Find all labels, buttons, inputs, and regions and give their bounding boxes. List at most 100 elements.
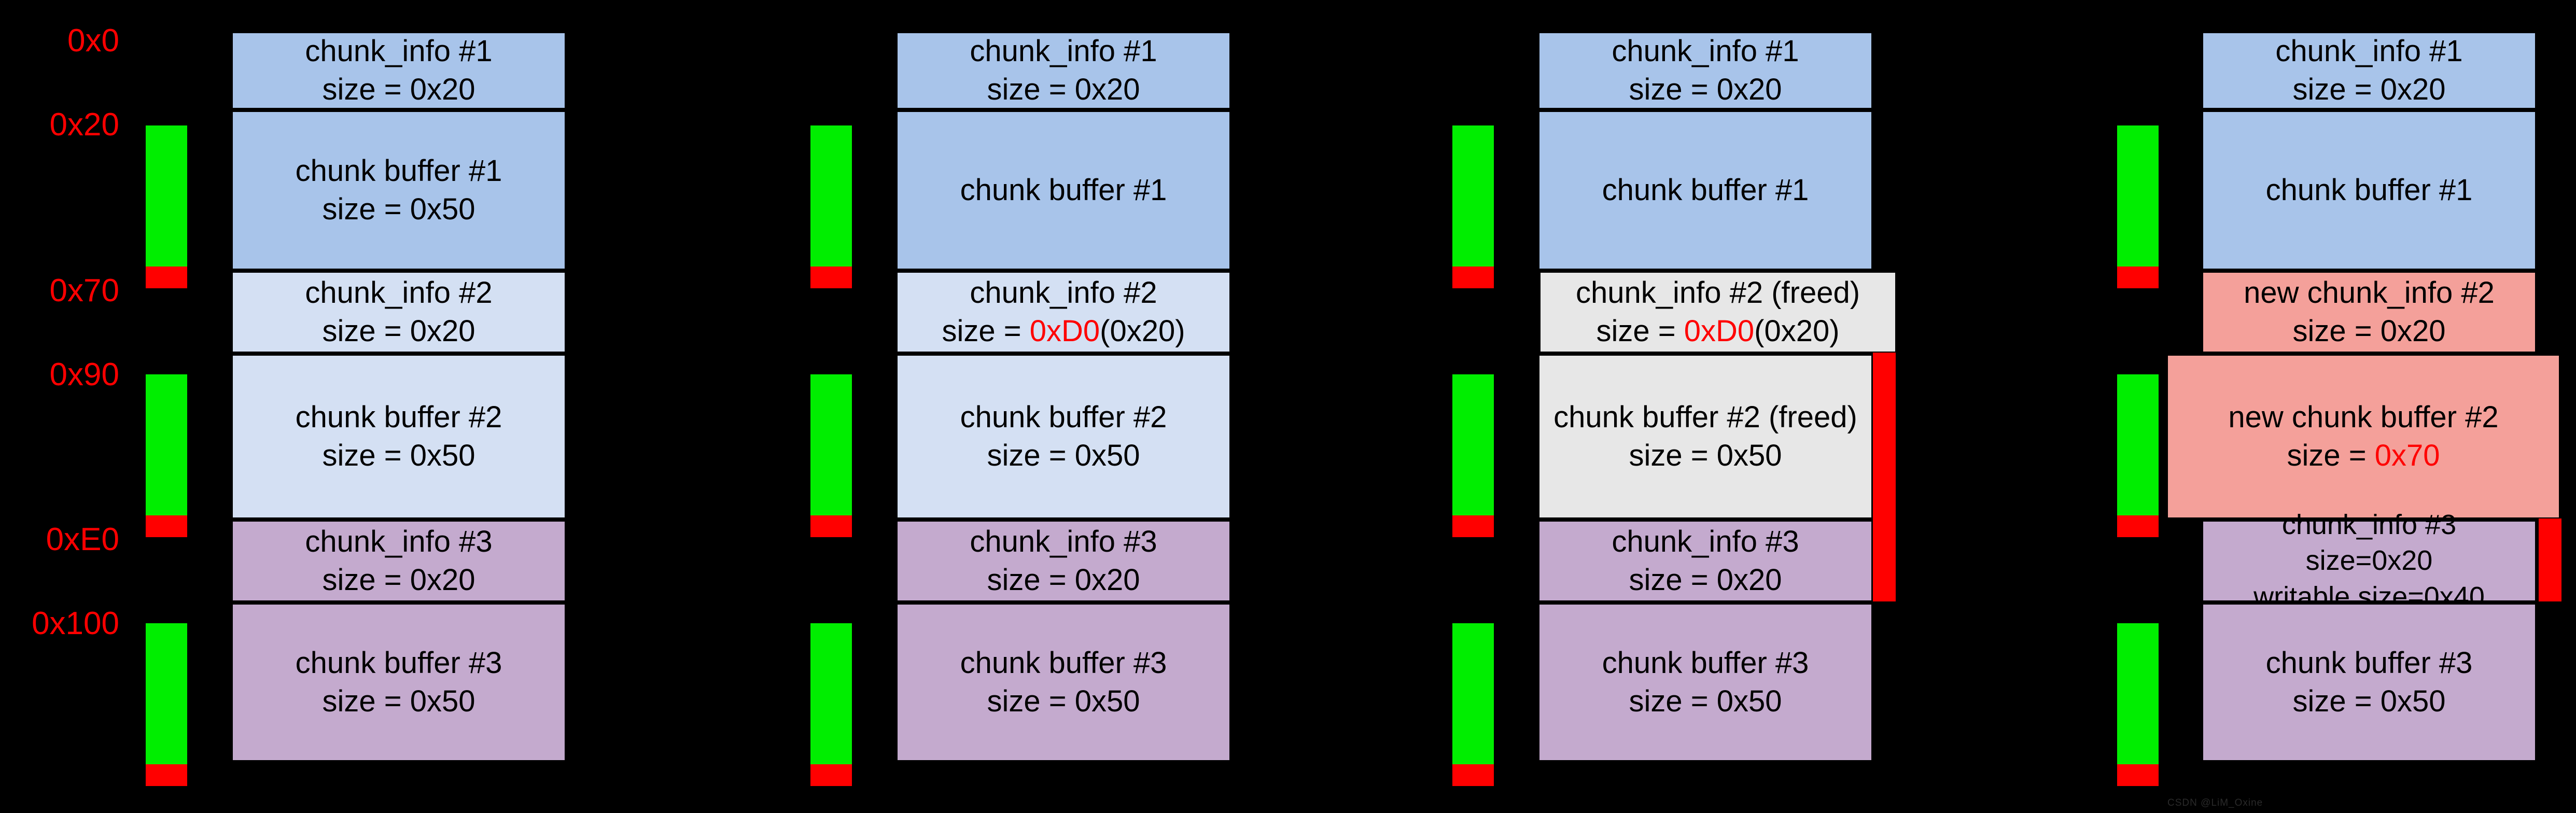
box-line: size = 0x50	[1629, 684, 1782, 718]
pointer-green-c1-1	[146, 125, 187, 267]
box-line: chunk_info #3	[970, 524, 1157, 558]
pointer-red-c3-3	[1452, 764, 1494, 786]
box-line: chunk buffer #2 (freed)	[1553, 400, 1857, 434]
pointer-green-c3-2	[1452, 374, 1494, 515]
address-label-0x100: 0x100	[32, 606, 119, 641]
box-line: size = 0x20	[2292, 314, 2446, 348]
box-state-1-initial-chunk-info-3: chunk_info #3 size = 0x20	[231, 520, 567, 602]
pointer-red-c1-3	[146, 764, 187, 786]
box-state-3-freed-chunk-info-1: chunk_info #1 size = 0x20	[1537, 31, 1873, 110]
box-line: new chunk buffer #2	[2228, 400, 2499, 434]
pointer-green-c3-1	[1452, 125, 1494, 267]
pointer-green-c3-3	[1452, 623, 1494, 764]
box-line: size = 0x20	[322, 563, 475, 597]
box-line: chunk_info #2 (freed)	[1575, 275, 1860, 310]
address-label-0x20: 0x20	[49, 107, 119, 143]
pointer-red-c4-3	[2117, 764, 2159, 786]
box-line: chunk_info #2	[305, 275, 493, 310]
box-state-3-freed-chunk-buffer-3: chunk buffer #3 size = 0x50	[1537, 602, 1873, 762]
box-line: chunk buffer #1	[960, 173, 1167, 207]
box-line: size = 0x20	[987, 563, 1140, 597]
box-line-highlight: size = 0x70	[2287, 437, 2440, 475]
box-line: chunk buffer #2	[295, 400, 502, 434]
pointer-green-c4-1	[2117, 125, 2159, 267]
pointer-green-c2-1	[810, 125, 852, 267]
address-label-0x90: 0x90	[49, 357, 119, 393]
box-line-highlight: size = 0xD0(0x20)	[1596, 312, 1839, 351]
pointer-red-c2-1	[810, 267, 852, 288]
pointer-green-c1-2	[146, 374, 187, 515]
size-prefix: size =	[1596, 314, 1684, 348]
box-state-2-overflowed-size-chunk-buffer-3: chunk buffer #3 size = 0x50	[895, 602, 1231, 762]
pointer-red-c1-2	[146, 515, 187, 537]
box-line: chunk_info #2	[970, 275, 1157, 310]
box-state-3-freed-chunk-info-3: chunk_info #3 size = 0x20	[1537, 520, 1873, 602]
address-label-0xE0: 0xE0	[46, 522, 119, 557]
pointer-red-c3-1	[1452, 267, 1494, 288]
box-line: size = 0x50	[987, 439, 1140, 472]
box-state-3-freed-chunk-buffer-1: chunk buffer #1	[1537, 110, 1873, 271]
box-state-1-initial-chunk-info-2: chunk_info #2 size = 0x20	[231, 271, 567, 354]
box-line: chunk_info #3	[1612, 524, 1799, 558]
pointer-green-c4-2	[2117, 374, 2159, 515]
box-state-4-reallocated-chunk-buffer-1: chunk buffer #1	[2201, 110, 2537, 271]
box-line: chunk_info #1	[1612, 34, 1799, 68]
pointer-green-c2-2	[810, 374, 852, 515]
box-line: size = 0x20	[322, 314, 475, 348]
box-state-2-overflowed-size-chunk-buffer-2: chunk buffer #2 size = 0x50	[895, 354, 1231, 520]
pointer-green-c1-3	[146, 623, 187, 764]
box-line: size = 0x50	[1629, 439, 1782, 472]
box-line: size = 0x20	[2292, 73, 2446, 106]
pointer-red-c4-1	[2117, 267, 2159, 288]
pointer-green-c4-3	[2117, 623, 2159, 764]
box-line: size = 0x50	[987, 684, 1140, 718]
box-state-1-initial-chunk-buffer-1: chunk buffer #1 size = 0x50	[231, 110, 567, 271]
box-line: chunk_info #1	[305, 34, 493, 68]
box-line: chunk_info #3	[2281, 509, 2457, 541]
size-highlight-value: 0x70	[2374, 439, 2440, 472]
watermark: CSDN @LiM_Oxine	[2167, 797, 2263, 808]
box-line-highlight: size = 0xD0(0x20)	[942, 312, 1185, 351]
address-label-0x70: 0x70	[49, 273, 119, 309]
box-state-2-overflowed-size-chunk-buffer-1: chunk buffer #1	[895, 110, 1231, 271]
pointer-red-c2-2	[810, 515, 852, 537]
box-line: chunk buffer #3	[2265, 646, 2473, 680]
box-line: size=0x20	[2305, 545, 2433, 577]
pointer-red-c4-2	[2117, 515, 2159, 537]
box-state-3-freed-chunk-buffer-2-freed: chunk buffer #2 (freed) size = 0x50	[1537, 354, 1873, 520]
box-state-1-initial-chunk-buffer-3: chunk buffer #3 size = 0x50	[231, 602, 567, 762]
address-label-0x0: 0x0	[67, 23, 119, 59]
box-line: chunk buffer #1	[1602, 173, 1809, 207]
box-line: chunk_info #1	[970, 34, 1157, 68]
pointer-red-c2-3	[810, 764, 852, 786]
box-line: size = 0x50	[322, 684, 475, 718]
box-line: chunk buffer #3	[295, 646, 502, 680]
box-line: size = 0x20	[1629, 73, 1782, 106]
box-line: chunk buffer #1	[2265, 173, 2473, 207]
box-line: chunk buffer #3	[1602, 646, 1809, 680]
size-suffix: (0x20)	[1100, 314, 1185, 348]
pointer-red-c1-1	[146, 267, 187, 288]
pointer-green-c2-3	[810, 623, 852, 764]
box-line: chunk_info #1	[2275, 34, 2463, 68]
box-state-1-initial-chunk-info-1: chunk_info #1 size = 0x20	[231, 31, 567, 110]
pointer-red-c3-2	[1452, 515, 1494, 537]
box-line: chunk buffer #1	[295, 153, 502, 188]
box-line: size = 0x20	[1629, 563, 1782, 597]
box-line: size = 0x50	[322, 192, 475, 226]
box-line: size = 0x20	[322, 73, 475, 106]
box-line: chunk buffer #2	[960, 400, 1167, 434]
size-highlight-value: 0xD0	[1684, 314, 1755, 348]
size-suffix: (0x20)	[1754, 314, 1840, 348]
box-line: chunk buffer #3	[960, 646, 1167, 680]
overflow-bar-col4	[2539, 518, 2561, 601]
box-line: chunk_info #3	[305, 524, 493, 558]
box-state-3-freed-chunk-info-2-freed: chunk_info #2 (freed)size = 0xD0(0x20)	[1538, 271, 1897, 354]
